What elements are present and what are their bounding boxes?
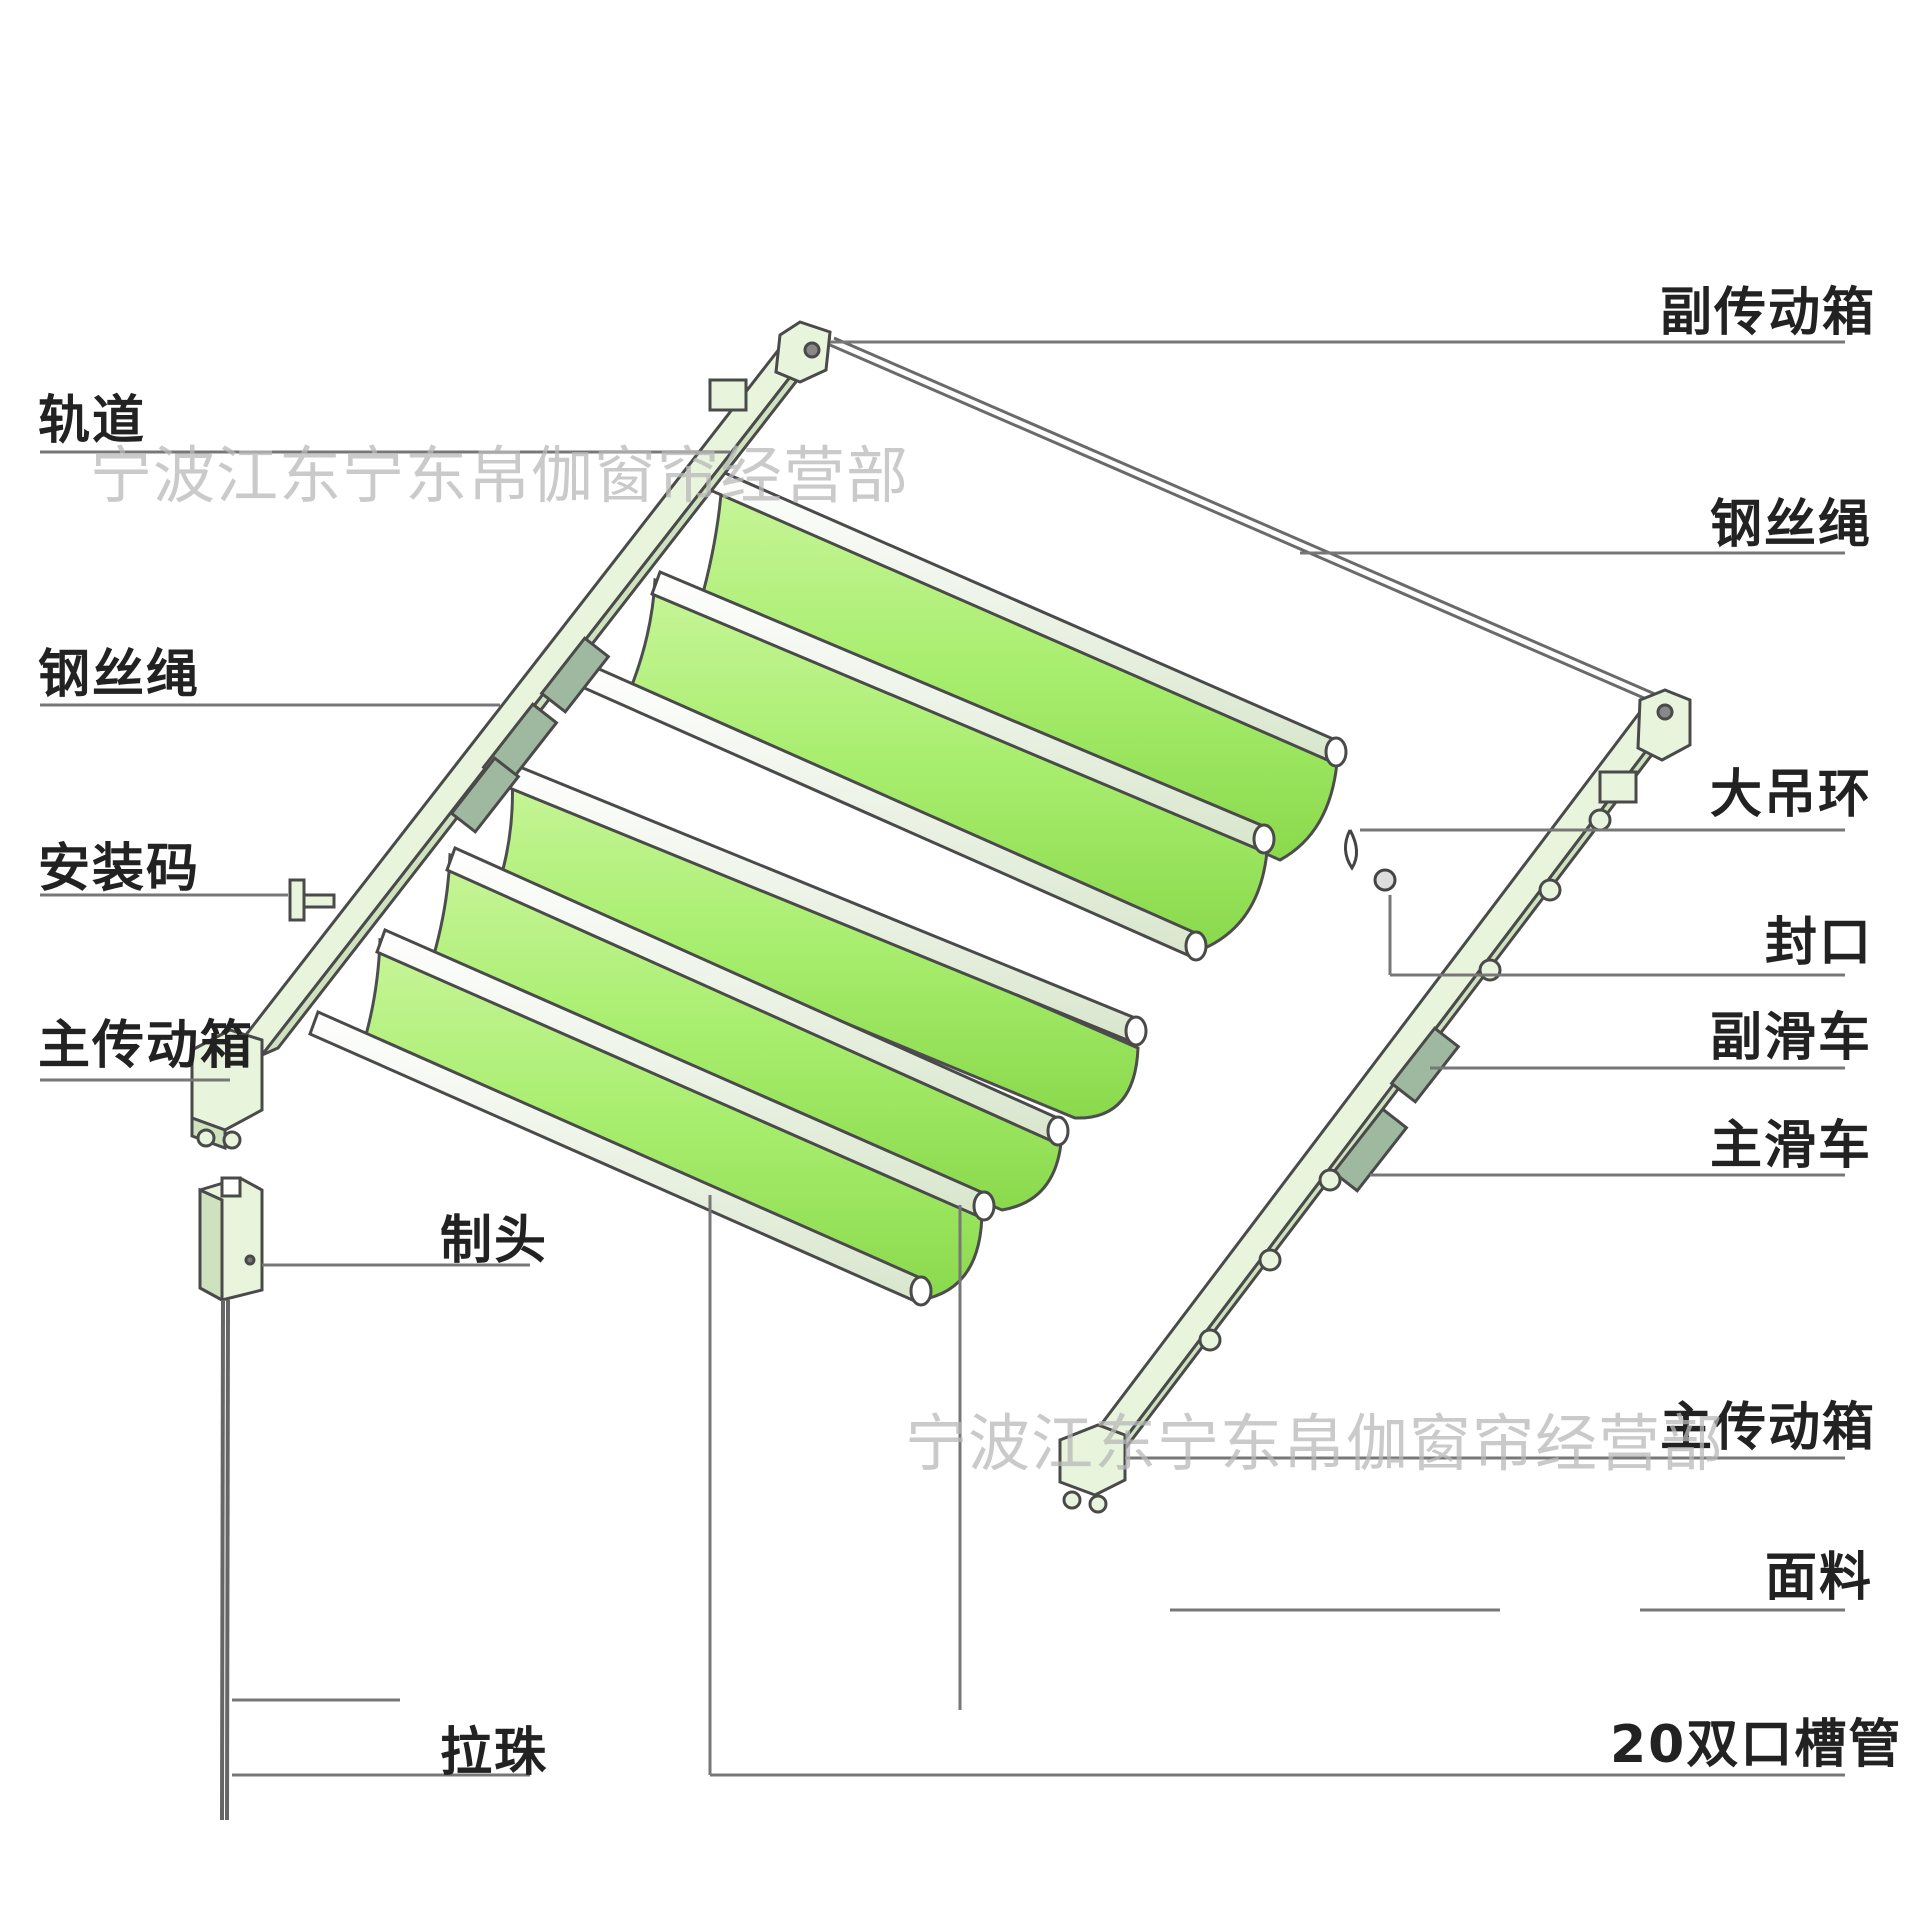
- watermark-bottom: 宁波江东宁东帛伽窗帘经营部: [905, 1407, 1725, 1480]
- fabric-panel-4: [428, 852, 1064, 1212]
- control-head: [198, 1176, 264, 1303]
- slat-tubes: [308, 468, 1348, 1307]
- label-fabric: 面料: [1765, 1548, 1874, 1608]
- fabric-panels: [358, 479, 1340, 1302]
- watermark-top: 宁波江东宁东帛伽窗帘经营部: [90, 439, 910, 512]
- fabric-panel-1: [698, 479, 1340, 862]
- main-gearbox-right: [1058, 1423, 1127, 1514]
- label-mount-bracket: 安装码: [38, 839, 201, 899]
- label-end-cap: 封口: [1765, 913, 1874, 973]
- label-control-head: 制头: [440, 1211, 549, 1271]
- label-wire-rope-left: 钢丝绳: [38, 645, 201, 705]
- leader-lines: [40, 340, 1845, 1777]
- label-big-hook-ring: 大吊环: [1710, 765, 1873, 825]
- label-pull-bead: 拉珠: [440, 1723, 549, 1783]
- sub-gearbox-right: [1598, 688, 1692, 804]
- label-track: 轨道: [38, 391, 147, 451]
- label-main-carriage: 主滑车: [1710, 1116, 1873, 1176]
- fabric-panel-3: [498, 771, 1140, 1120]
- left-track: [235, 333, 832, 1057]
- pull-chain: [220, 1299, 230, 1821]
- label-tube: 20双口槽管: [1610, 1715, 1903, 1775]
- hook-ring-and-cap: [1344, 829, 1397, 892]
- wire-rope-top: [829, 336, 1665, 707]
- label-sub-carriage: 副滑车: [1710, 1008, 1873, 1068]
- label-main-gearbox-left: 主传动箱: [38, 1016, 255, 1076]
- mount-bracket: [288, 878, 336, 922]
- label-wire-rope-right: 钢丝绳: [1710, 495, 1873, 555]
- label-sub-gearbox: 副传动箱: [1660, 283, 1877, 343]
- sub-gearbox-left: [708, 320, 832, 412]
- label-main-gearbox-right: 主传动箱: [1660, 1398, 1877, 1458]
